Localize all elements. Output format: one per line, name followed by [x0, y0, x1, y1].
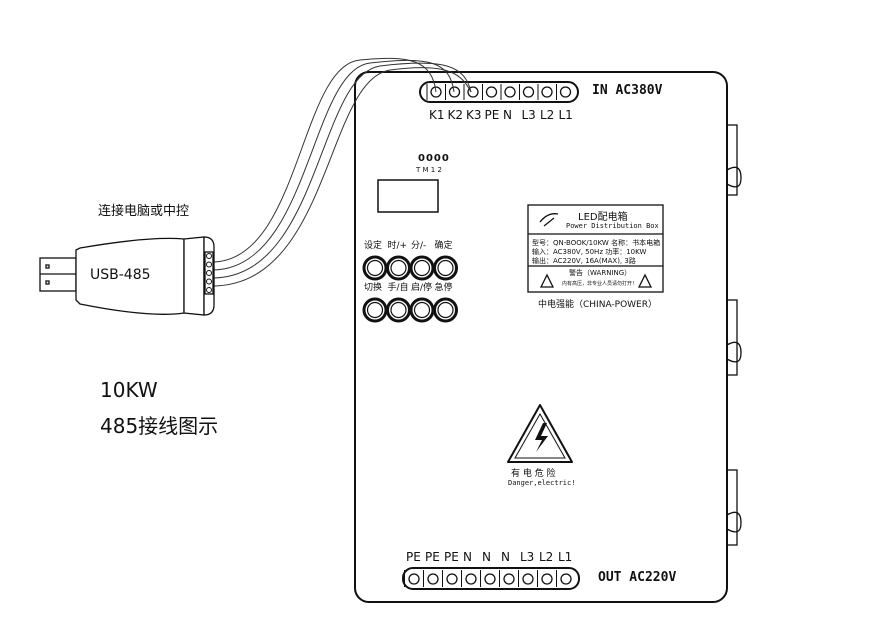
usb-terminal: [206, 253, 212, 259]
hinges: [726, 124, 742, 546]
control-button[interactable]: [386, 297, 411, 323]
input-terminal-label: K2: [447, 108, 464, 122]
input-terminal-strip: [419, 81, 579, 103]
input-terminal: [537, 84, 553, 100]
output-terminal-label: PE: [406, 550, 421, 564]
output-terminal: [442, 570, 458, 587]
control-button[interactable]: [386, 255, 411, 281]
control-button[interactable]: [433, 255, 458, 281]
usb-label: USB-485: [90, 267, 151, 283]
output-terminal-label: L2: [539, 550, 554, 564]
input-terminal-label: L3: [521, 108, 536, 122]
nameplate-line-3: 输出：AC220V, 16A(MAX), 3路: [532, 257, 636, 265]
power-label: 10KW: [100, 378, 158, 402]
high-voltage-icon: [507, 404, 573, 463]
output-terminal: [423, 570, 439, 587]
display-digits: 0000: [418, 153, 450, 164]
output-terminal-label: N: [482, 550, 491, 564]
connect-label: 连接电脑或中控: [98, 204, 190, 219]
control-button[interactable]: [362, 297, 388, 323]
brand-label: 中电强能（CHINA-POWER）: [538, 300, 657, 310]
cabinet-outline: [354, 71, 728, 603]
output-terminal-label: PE: [425, 550, 440, 564]
usb-terminal: [206, 287, 212, 293]
danger-cn: 有 电 危 险: [511, 469, 556, 479]
control-button[interactable]: [409, 297, 435, 323]
danger-en: Danger,electric!: [508, 479, 576, 487]
nameplate: [527, 204, 664, 293]
output-terminal-label: PE: [444, 550, 459, 564]
control-button-label: 切换: [364, 283, 383, 293]
usb-terminal: [206, 270, 212, 276]
input-terminal-label: PE: [484, 108, 500, 122]
input-terminal: [500, 84, 516, 100]
input-terminal-label: L1: [558, 108, 573, 122]
output-terminal-label: L3: [520, 550, 535, 564]
input-terminal-label: N: [503, 108, 512, 122]
diagram-caption: 485接线图示: [100, 414, 219, 438]
usb-terminal: [206, 278, 212, 285]
control-button[interactable]: [433, 297, 458, 323]
output-terminal-label: N: [501, 550, 510, 564]
control-button[interactable]: [409, 255, 435, 281]
input-terminal: [482, 84, 498, 100]
rs485-wires: [211, 57, 472, 287]
control-button[interactable]: [362, 255, 388, 281]
control-button-label: 分/-: [411, 241, 427, 251]
usb-terminal: [206, 261, 212, 268]
control-button-label: 确定: [434, 241, 453, 251]
display-tag: T M 1 2: [416, 166, 442, 174]
control-button-label: 设定: [364, 241, 383, 251]
output-label: OUT AC220V: [598, 570, 677, 585]
nameplate-subtitle: Power Distribution Box: [566, 222, 659, 230]
control-button-label: 手/自: [387, 283, 409, 293]
usb-485-adapter: [39, 236, 215, 316]
warning-note: 内有高压，非专业人员请勿打开！: [562, 281, 638, 287]
control-button-label: 急停: [434, 283, 453, 293]
output-terminal: [480, 570, 496, 587]
display-screen: [377, 179, 439, 213]
warning-title: 警告（WARNING）: [569, 269, 632, 277]
input-terminal-label: K1: [429, 108, 445, 122]
control-button-label: 时/+: [387, 241, 408, 251]
output-terminal: [404, 570, 420, 587]
output-terminal-label: L1: [558, 550, 573, 564]
nameplate-line-1: 型号：QN-BOOK/10KW 名称：书本电箱: [532, 239, 661, 247]
control-button-label: 启/停: [411, 283, 433, 293]
input-terminal-label: K3: [466, 108, 482, 122]
nameplate-title: LED配电箱: [578, 212, 628, 223]
input-label: IN AC380V: [592, 83, 663, 98]
input-terminal: [445, 84, 461, 100]
output-terminal: [518, 570, 534, 587]
output-terminal: [499, 570, 515, 587]
output-terminal: [537, 570, 553, 587]
input-terminal-label: L2: [540, 108, 555, 122]
output-terminal: [556, 570, 572, 587]
output-terminal-label: N: [463, 550, 472, 564]
input-terminal: [556, 84, 572, 100]
output-terminal: [461, 570, 477, 587]
nameplate-line-2: 输入：AC380V, 50Hz 功率：10KW: [532, 248, 647, 256]
input-terminal: [519, 84, 535, 100]
